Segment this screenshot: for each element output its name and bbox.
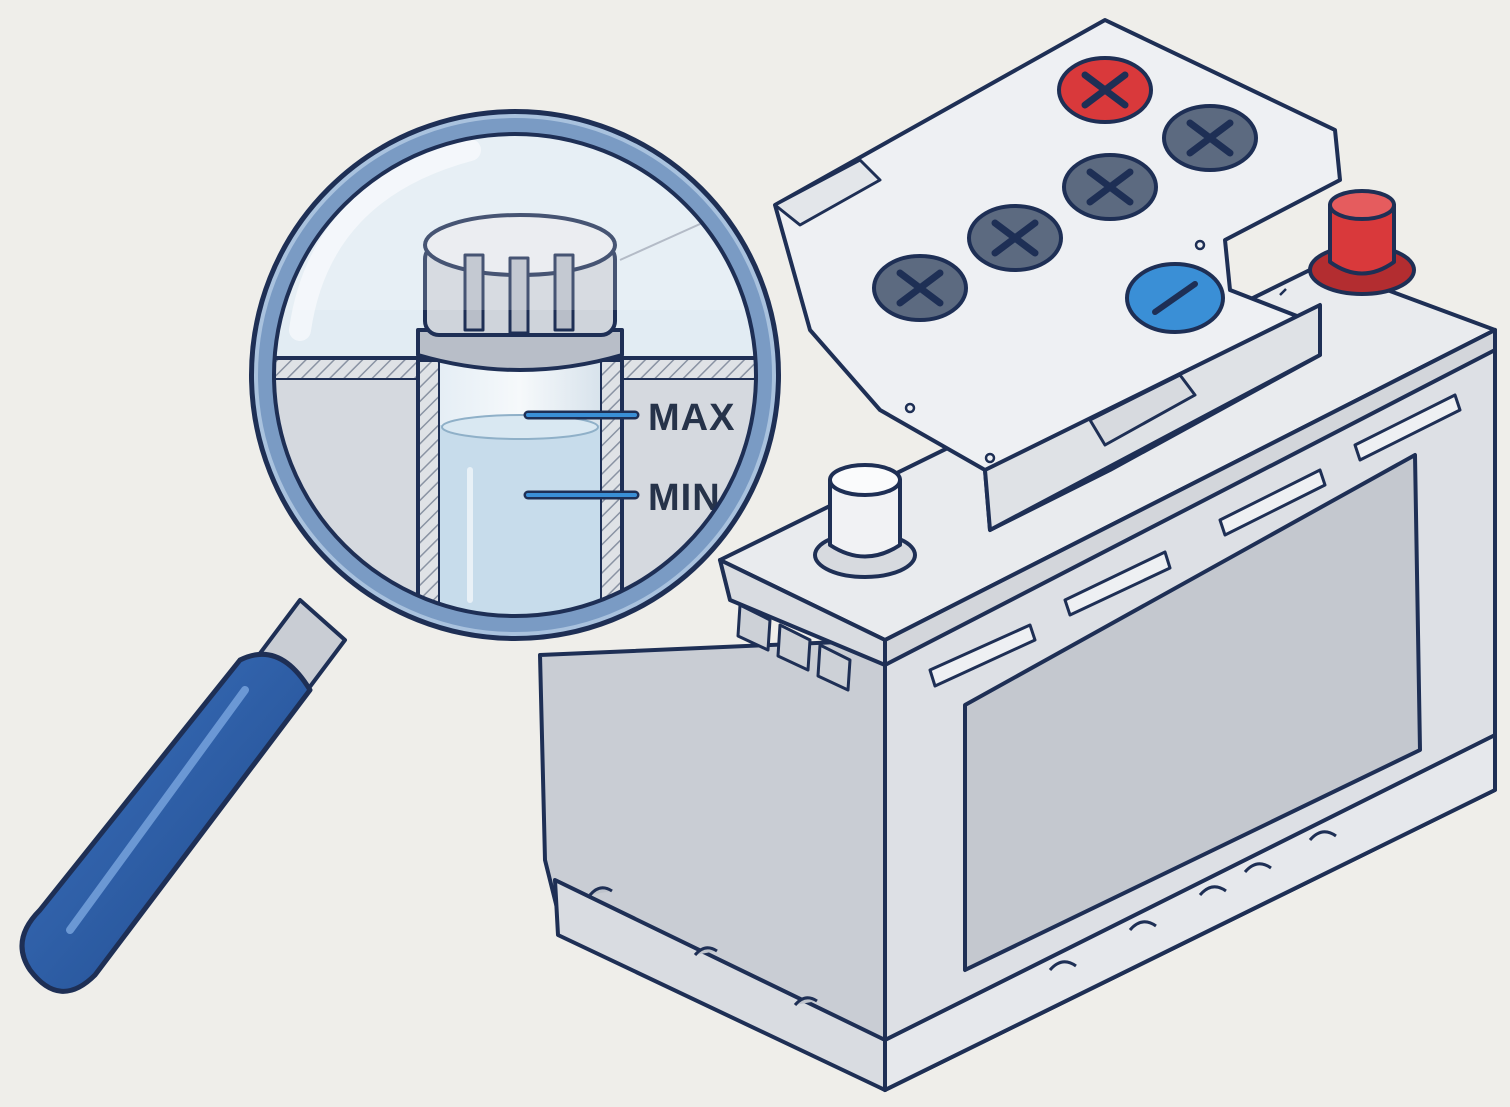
vent-cap-4	[874, 256, 966, 320]
negative-cap	[1127, 264, 1223, 332]
min-label: MIN	[648, 477, 721, 519]
positive-cap	[1059, 58, 1151, 122]
magnifier-handle	[22, 654, 310, 991]
vent-cap-1	[1164, 106, 1256, 170]
vent-cap-3	[969, 206, 1061, 270]
negative-terminal	[815, 465, 915, 577]
max-label: MAX	[648, 397, 735, 439]
positive-terminal	[1310, 191, 1414, 294]
vent-cap-2	[1064, 155, 1156, 219]
